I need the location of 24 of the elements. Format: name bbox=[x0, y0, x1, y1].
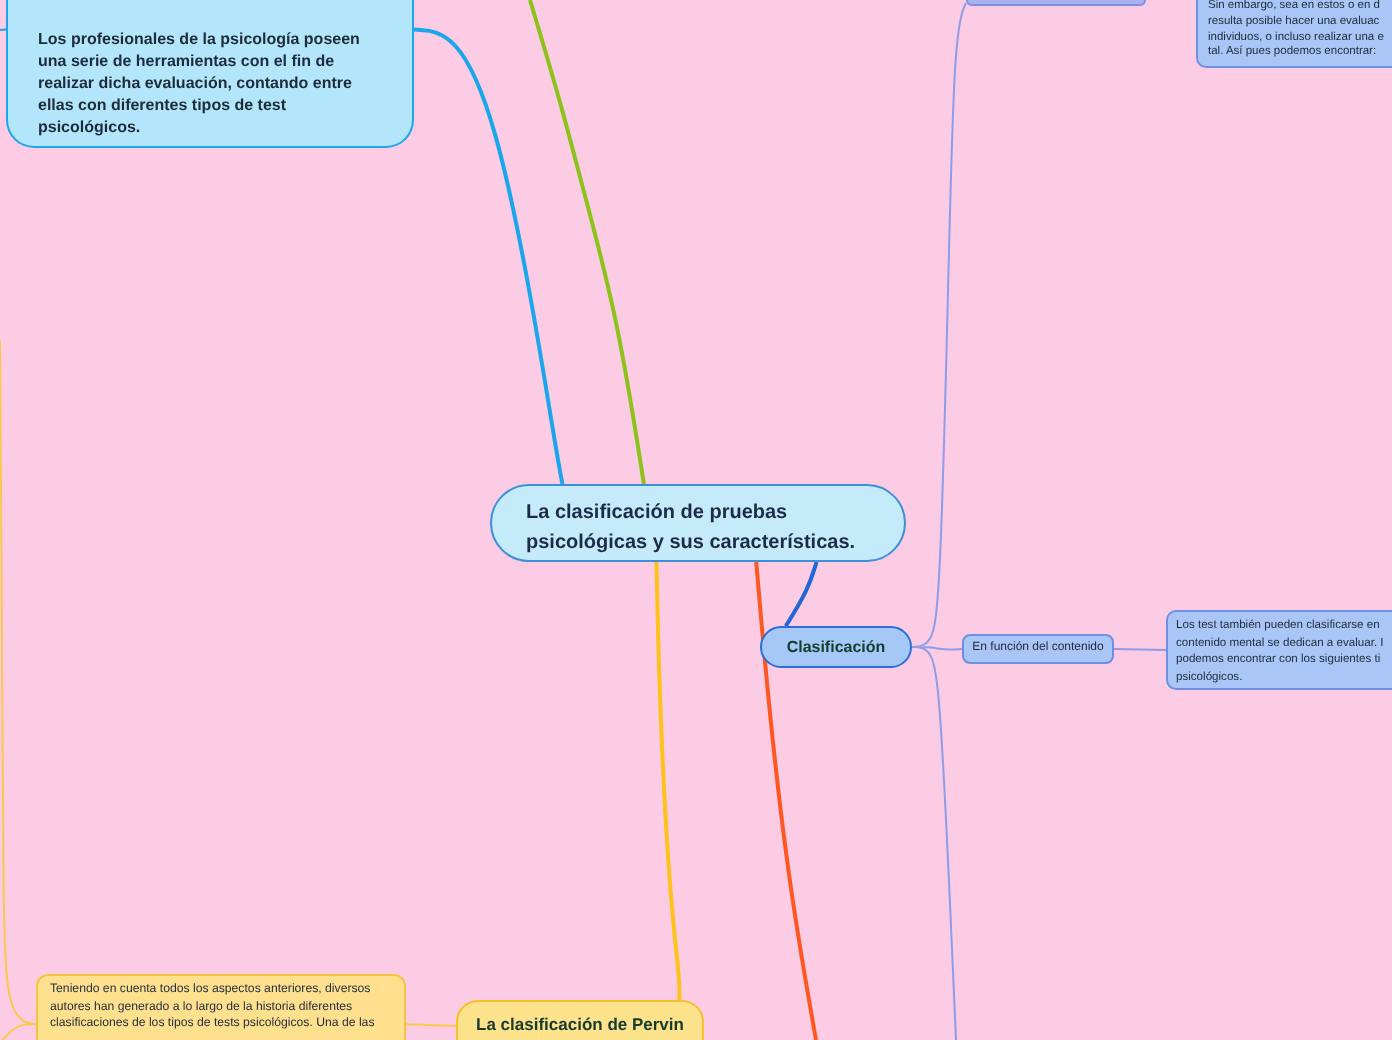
subtopic-box bbox=[962, 634, 1114, 664]
topic-box bbox=[456, 1000, 704, 1040]
branch-line bbox=[0, 28, 7, 31]
central-topic-box bbox=[490, 484, 906, 562]
topic-box bbox=[760, 626, 912, 668]
topic-box bbox=[966, 0, 1146, 6]
note-text: Los profesionales de la psicología poseen una serie de herramientas con el fin de realizar dicha evaluación, contando entre ellas con diferentes tipos de test psicológicos. bbox=[38, 28, 362, 138]
branch-line bbox=[1113, 648, 1167, 651]
branch-line bbox=[413, 27, 565, 485]
note-box bbox=[36, 974, 406, 1040]
branch-line bbox=[911, 646, 957, 1040]
topic-text: La clasificación de pruebas psicológicas y sus características. bbox=[526, 500, 858, 558]
branch-line bbox=[754, 561, 818, 1040]
topic-text: La clasificación de Pervin bbox=[476, 1012, 684, 1038]
branch-line bbox=[1, 1023, 37, 1040]
topic-text: Clasificación bbox=[786, 636, 886, 660]
note-box bbox=[6, 0, 414, 148]
branch-line bbox=[405, 1023, 457, 1027]
note-box bbox=[1196, 0, 1392, 68]
branch-line bbox=[784, 561, 819, 628]
branch-line bbox=[528, 0, 646, 485]
branch-line bbox=[654, 561, 682, 1001]
branch-line bbox=[0, 339, 37, 1026]
branch-line bbox=[911, 2, 967, 648]
